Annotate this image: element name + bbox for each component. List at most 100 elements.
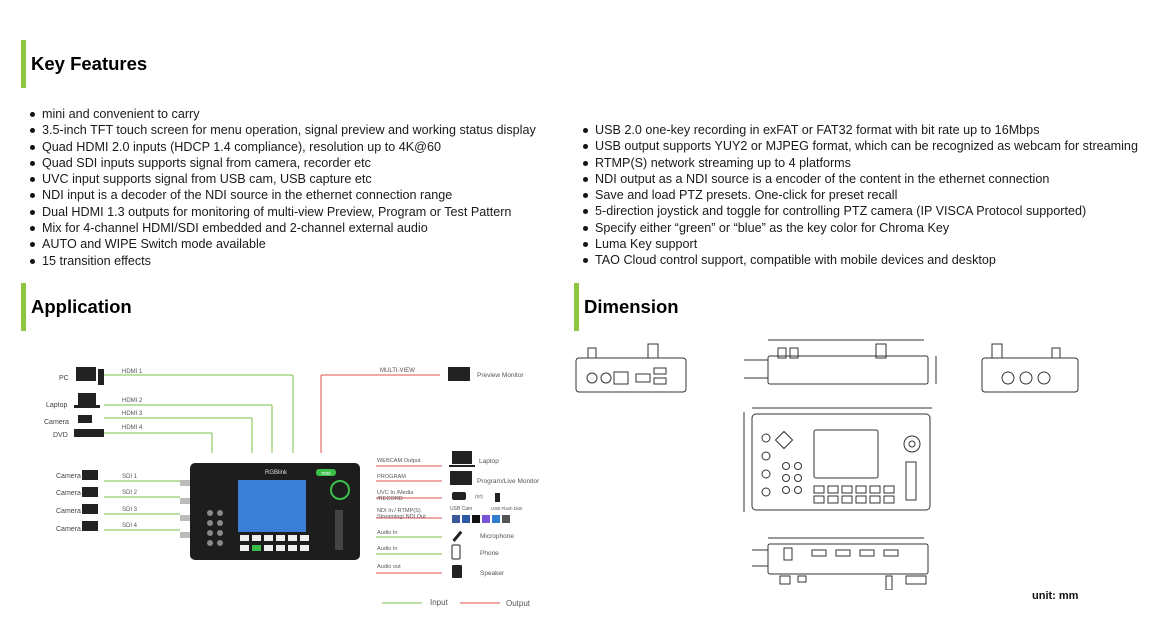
feature-item: NDI input is a decoder of the NDI source… — [28, 187, 536, 203]
camera-icon — [82, 470, 98, 480]
output-label-webcam: WEBCAM Output — [377, 458, 421, 464]
camera-icon — [78, 415, 92, 423]
hdmi-input-lines — [104, 374, 294, 453]
output-label-ndi: NDI In / RTMP(S) — [377, 508, 421, 514]
microphone-icon — [452, 530, 463, 542]
platform-icon — [502, 515, 510, 523]
sdi-line-label: SDI 3 — [122, 507, 138, 513]
usb-flash-disk-icon — [495, 493, 500, 502]
camera-icon — [82, 487, 98, 497]
speaker-icon — [452, 565, 462, 578]
feature-item: Mix for 4-channel HDMI/SDI embedded and … — [28, 220, 536, 236]
pc-monitor-icon — [76, 367, 96, 381]
output-label-uvc-2: /RECORD — [377, 496, 403, 502]
feature-item: TAO Cloud control support, compatible wi… — [581, 252, 1138, 268]
legend-output-label: Output — [506, 599, 531, 608]
device-model-badge: mini — [321, 471, 330, 477]
sdi-camera-label: Camera — [56, 473, 81, 480]
device-tbar — [335, 510, 343, 550]
application-diagram: PC Laptop Camera DVD Camera Camera Camer… — [44, 367, 540, 608]
section-accent-bar — [21, 40, 26, 88]
device-brand: RGBlink — [265, 470, 288, 476]
preview-monitor-label: Preview Monitor — [477, 372, 524, 379]
youtube-icon — [452, 515, 460, 523]
program-monitor-label: Program/Live Monitor — [477, 478, 540, 485]
hdmi-line-label: HDMI 1 — [122, 369, 143, 375]
legend-input-label: Input — [430, 598, 449, 607]
input-label-audio-in: Audio In — [377, 530, 398, 536]
feature-item: USB 2.0 one-key recording in exFAT or FA… — [581, 122, 1138, 138]
right-connection-lines — [376, 465, 442, 574]
or-label: (or) — [475, 494, 483, 500]
output-label-program: PROGRAM — [377, 474, 406, 480]
application-header: Application — [21, 283, 132, 331]
feature-item: Specify either “green” or “blue” as the … — [581, 220, 1138, 236]
feature-item: AUTO and WIPE Switch mode available — [28, 236, 536, 252]
hdmi-line-label: HDMI 4 — [122, 425, 143, 431]
usb-cam-icon — [452, 492, 466, 500]
panel-view-drawing — [743, 407, 932, 512]
source-label-camera: Camera — [44, 419, 69, 426]
facebook-icon — [462, 515, 470, 523]
section-title-application: Application — [31, 296, 132, 317]
source-icons — [74, 367, 104, 531]
key-features-header: Key Features — [21, 40, 147, 88]
feature-item: Quad HDMI 2.0 inputs (HDCP 1.4 complianc… — [28, 139, 536, 155]
feature-item: Quad SDI inputs supports signal from cam… — [28, 155, 536, 171]
multiview-label: MULTI-VIEW — [380, 368, 415, 374]
feature-item: 15 transition effects — [28, 253, 536, 269]
laptop-base-icon — [74, 405, 100, 408]
program-monitor-icon — [450, 471, 472, 485]
laptop-output-label: Laptop — [479, 458, 499, 465]
source-label-pc: PC — [59, 375, 69, 382]
front-view-drawing — [981, 343, 1079, 393]
platform-icon — [492, 515, 500, 523]
output-label-ndi-2: Streaming/ NDI Out — [377, 514, 426, 520]
phone-label: Phone — [480, 550, 499, 557]
top-view-drawing — [744, 339, 937, 385]
pc-tower-icon — [98, 369, 104, 385]
sdi-line-label: SDI 2 — [122, 490, 138, 496]
sdi-input-lines — [104, 480, 180, 531]
laptop-base-icon — [449, 465, 475, 467]
feature-item: USB output supports YUY2 or MJPEG format… — [581, 138, 1138, 154]
hdmi-line-label: HDMI 3 — [122, 411, 143, 417]
feature-item: Save and load PTZ presets. One-click for… — [581, 187, 1138, 203]
side-view-drawing — [752, 537, 929, 590]
switcher-device: RGBlink mini — [180, 463, 360, 560]
preview-monitor-icon — [448, 367, 470, 381]
input-label-audio-in: Audio In — [377, 546, 398, 552]
section-accent-bar — [574, 283, 579, 331]
device-touchscreen — [238, 480, 306, 532]
feature-item: mini and convenient to carry — [28, 106, 536, 122]
feature-item: RTMP(S) network streaming up to 4 platfo… — [581, 155, 1138, 171]
feature-item: Luma Key support — [581, 236, 1138, 252]
feature-item: 5-direction joystick and toggle for cont… — [581, 203, 1138, 219]
output-label-audio-out: Audio out — [377, 564, 401, 570]
laptop-icon — [452, 451, 472, 464]
sdi-camera-label: Camera — [56, 526, 81, 533]
output-label-uvc: UVC In /Media — [377, 490, 414, 496]
usb-flash-disk-label: USB Flash Disk — [491, 506, 523, 511]
twitch-icon — [482, 515, 490, 523]
feature-item: 3.5-inch TFT touch screen for menu opera… — [28, 122, 536, 138]
camera-icon — [82, 504, 98, 514]
output-device-icons — [448, 367, 510, 578]
section-accent-bar — [21, 283, 26, 331]
dimension-drawings — [575, 339, 1079, 590]
features-list-right: USB 2.0 one-key recording in exFAT or FA… — [581, 122, 1138, 269]
unit-label: unit: mm — [1032, 590, 1079, 602]
dvd-player-icon — [74, 429, 104, 437]
device-connectors — [180, 480, 190, 538]
speaker-label: Speaker — [480, 570, 505, 577]
laptop-icon — [78, 393, 96, 405]
camera-icon — [82, 521, 98, 531]
feature-item: NDI output as a NDI source is a encoder … — [581, 171, 1138, 187]
sdi-line-label: SDI 1 — [122, 474, 138, 480]
device-buttons — [240, 535, 309, 551]
section-title-dimension: Dimension — [584, 296, 679, 317]
tiktok-icon — [472, 515, 480, 523]
phone-icon — [451, 544, 461, 560]
feature-item: UVC input supports signal from USB cam, … — [28, 171, 536, 187]
